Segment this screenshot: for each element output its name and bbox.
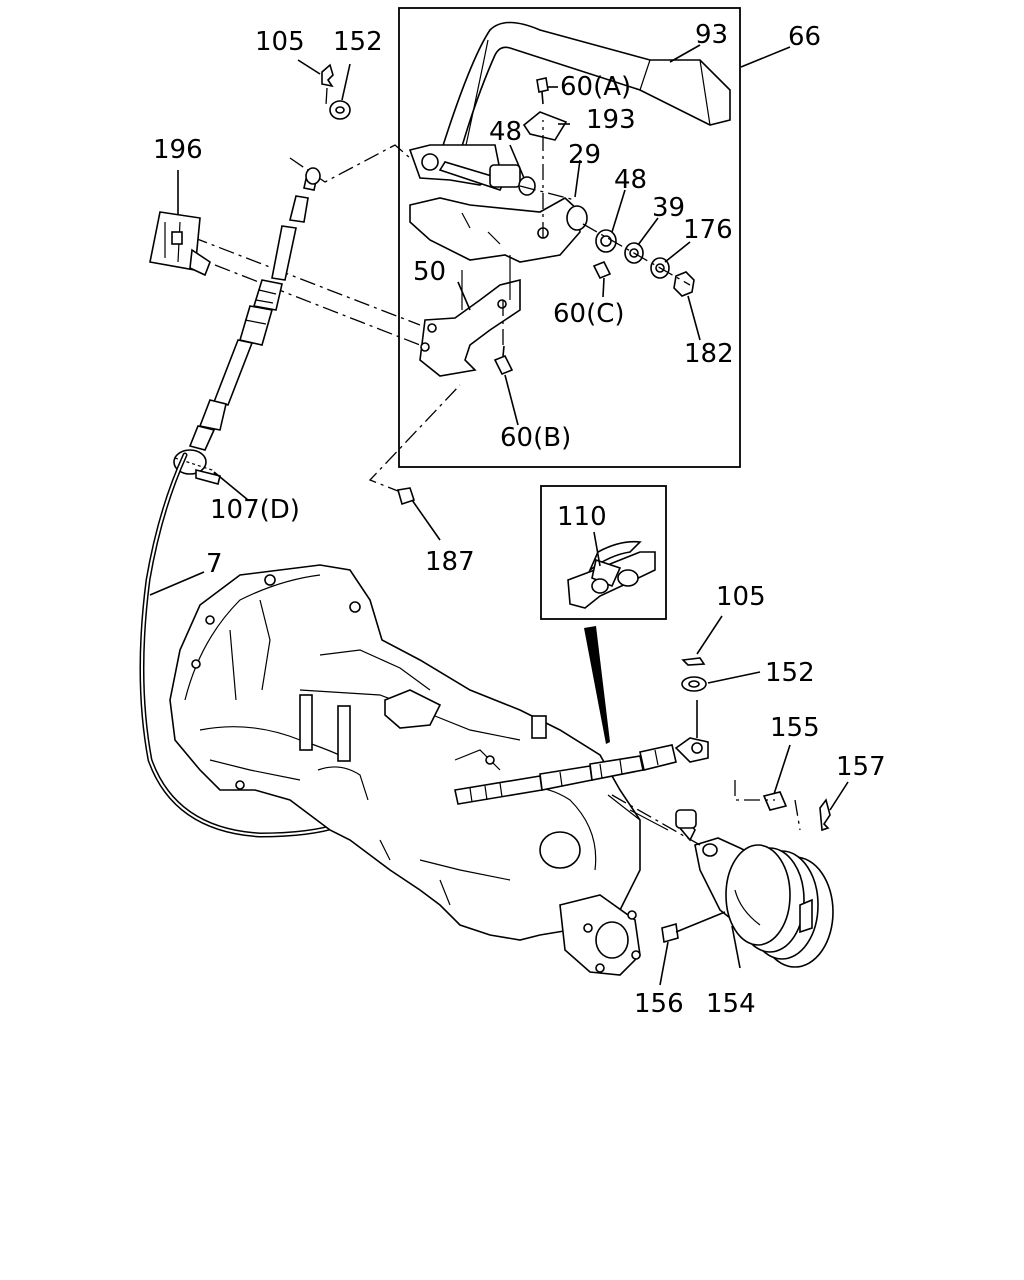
label-176: 176 [683, 215, 733, 245]
shift-bracket [409, 197, 588, 263]
bolt-187 [396, 487, 416, 506]
actuator-154 [694, 837, 834, 968]
label-187: 187 [425, 547, 475, 577]
label-157: 157 [836, 752, 886, 782]
label-48: 48 [489, 117, 522, 147]
label-156: 156 [634, 989, 684, 1019]
clip-105-top [321, 63, 334, 88]
lever-pivot-bracket [408, 144, 536, 196]
shift-cable-end [454, 737, 709, 805]
label-155: 155 [770, 713, 820, 743]
label-39: 39 [652, 193, 685, 223]
label-60b: 60(B) [500, 423, 571, 453]
bolt-60b [493, 345, 514, 376]
label-66: 66 [788, 22, 821, 52]
transmission-case [169, 564, 641, 941]
label-48-washer: 48 [614, 165, 647, 195]
washer-152-lower [681, 676, 707, 692]
label-152-lower: 152 [765, 658, 815, 688]
shift-lever-detail-box [398, 7, 741, 468]
label-50: 50 [413, 257, 446, 287]
clip-193 [522, 111, 568, 141]
washer-176 [650, 257, 670, 279]
label-60c: 60(C) [553, 299, 625, 329]
shift-cable-upper [188, 167, 321, 451]
washer-48 [595, 229, 617, 253]
clip-110 [567, 540, 656, 609]
clip-105-lower [681, 657, 706, 666]
clip-detail-box [540, 485, 667, 620]
label-93: 93 [695, 20, 728, 50]
label-152: 152 [333, 27, 383, 57]
label-193: 193 [586, 105, 636, 135]
pointer-wedge [584, 626, 610, 744]
label-29: 29 [568, 140, 601, 170]
bolt-60c [592, 260, 612, 280]
label-182: 182 [684, 339, 734, 369]
output-flange [559, 894, 641, 976]
label-105: 105 [255, 27, 305, 57]
label-105-lower: 105 [716, 582, 766, 612]
bolt-156 [661, 911, 726, 944]
screw-60a [536, 77, 549, 105]
label-154: 154 [706, 989, 756, 1019]
bolt-155 [762, 791, 788, 811]
shift-lever [438, 21, 731, 161]
label-110: 110 [557, 502, 607, 532]
clip-157 [819, 798, 831, 832]
label-107d: 107(D) [210, 495, 300, 525]
bracket-196 [149, 211, 211, 277]
label-60a: 60(A) [560, 72, 631, 102]
label-196: 196 [153, 135, 203, 165]
washer-152-top [329, 100, 351, 120]
nut-182 [673, 271, 695, 297]
label-7: 7 [206, 549, 223, 579]
bracket-50 [419, 278, 521, 377]
